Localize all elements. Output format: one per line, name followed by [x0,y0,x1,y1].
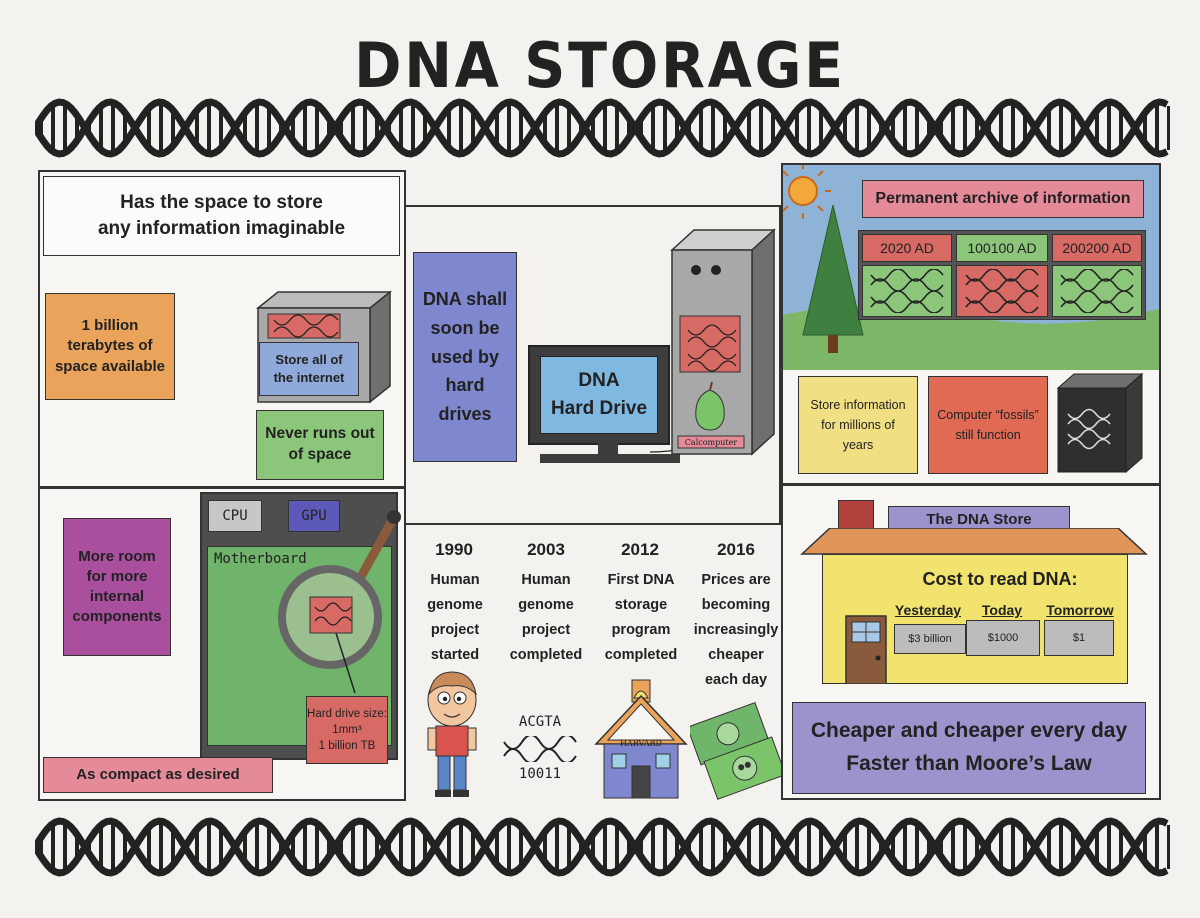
store-door-icon [845,615,887,684]
space-header-line1: Has the space to store [120,192,323,214]
timeline-year-3: 2012 [621,540,659,559]
cheaper-line2: Faster than Moore’s Law [846,752,1092,775]
cost-value-3: $1 [1044,620,1114,656]
era-header-1: 2020 AD [862,234,952,262]
money-bills-icon [690,702,782,800]
fossil-cube-icon [1056,372,1144,474]
soon-box: DNA shall soon be used by hard drives [413,252,517,462]
timeline-event-3: First DNA storage program completed [604,572,678,663]
cost-label-3: Tomorrow [1046,602,1114,618]
cost-value-2: $1000 [966,620,1040,656]
cost-label-1: Yesterday [894,602,962,618]
cheaper-box: Cheaper and cheaper every day Faster tha… [792,702,1146,794]
monitor-line1: DNA [578,370,620,392]
hd-size-line2: 1mm³ [332,723,362,736]
timeline-year-2: 2003 [527,540,565,559]
capacity-box: 1 billion terabytes of space available [45,293,175,400]
era-cell-2 [956,265,1048,317]
dna-strand-icon [503,736,577,762]
gpu-chip: GPU [288,500,340,532]
cheaper-line1: Cheaper and cheaper every day [810,719,1128,743]
timeline-event-2: Human genome project completed [509,572,583,663]
era-header-2: 100100 AD [956,234,1048,262]
space-header: Has the space to store any information i… [43,176,400,256]
timeline-year-4: 2016 [717,540,755,559]
dna-icon [1060,269,1134,313]
dna-helix-top-icon [35,98,1170,158]
era-header-3: 200200 AD [1052,234,1142,262]
hd-size-line1: Hard drive size: [307,707,387,720]
computer-tower-icon [670,228,776,456]
cpu-chip: CPU [208,500,262,532]
dna-letters: ACGTA [518,714,562,730]
dna-icon [965,269,1039,313]
timeline-event-1: Human genome project started [427,572,483,663]
monitor-screen: DNA Hard Drive [540,356,658,434]
helix-strand [35,98,1169,158]
tower-brand: Calcomputer [684,437,738,447]
dna-helix-bottom-icon [35,817,1170,877]
timeline-year-1: 1990 [435,540,473,559]
monitor-line2: Hard Drive [550,398,648,419]
internet-box: Store all of the internet [259,342,359,396]
era-cell-3 [1052,265,1142,317]
poster-title: DNA STORAGE [354,28,846,102]
hard-drive-size-box: Hard drive size: 1mm³ 1 billion TB [306,696,388,764]
scientist-boy-icon [427,671,477,797]
center-top-panel [405,205,781,525]
monitor: DNA Hard Drive [528,345,670,445]
fossils-box: Computer “fossils” still function [928,376,1048,474]
helix-strand [35,817,1169,877]
cpu-label: CPU [222,507,248,524]
store-roof-icon [800,528,1148,555]
helix-strand [35,817,1169,877]
cost-label-2: Today [981,602,1023,618]
motherboard-label: Motherboard [214,551,307,567]
era-cell-1 [862,265,952,317]
timeline-event-4: Prices are becoming increasingly cheaper… [693,572,779,688]
magnifying-glass-icon [278,510,401,694]
millions-box: Store information for millions of years [798,376,918,474]
chimney [838,500,874,532]
harvard-schoolhouse-icon [594,679,688,799]
dna-icon [870,269,944,313]
cost-title: Cost to read DNA: [922,568,1078,589]
archive-box: Permanent archive of information [862,180,1144,218]
never-runs-box: Never runs out of space [256,410,384,480]
space-header-line2: any information imaginable [97,218,346,239]
dna-bits: 10011 [518,766,562,782]
school-label: HARVARD [620,738,662,748]
compact-box: As compact as desired [43,757,273,793]
more-room-box: More room for more internal components [63,518,171,656]
hd-size-line3: 1 billion TB [318,740,376,753]
helix-strand [35,98,1169,158]
cost-value-1: $3 billion [894,624,966,654]
gpu-label: GPU [301,507,327,524]
